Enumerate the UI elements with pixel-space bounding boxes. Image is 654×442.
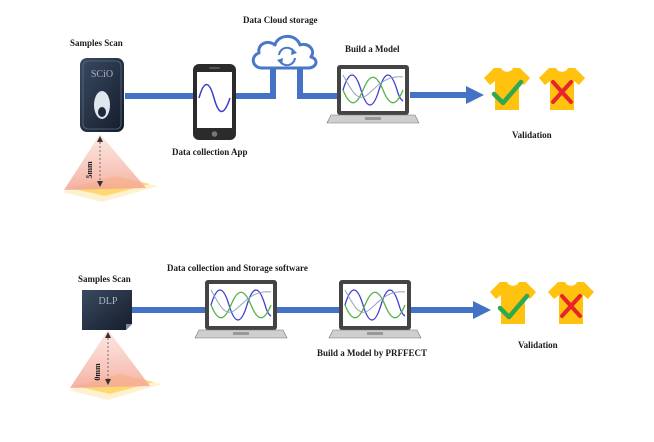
validation-label: Validation — [512, 130, 552, 140]
scanner-icon — [80, 58, 124, 132]
bottom-connectors — [132, 301, 491, 319]
laptop-icon — [326, 65, 420, 124]
tshirt-check-icon — [484, 68, 530, 110]
build-model-prffect-label: Build a Model by PRFFECT — [317, 348, 428, 358]
cloud-sync-icon — [251, 34, 318, 70]
arrowhead-bottom — [473, 301, 491, 319]
connector-phone-to-cloud — [236, 93, 276, 99]
top-row — [62, 34, 585, 202]
data-collection-app-label: Data collection App — [172, 147, 248, 157]
top-connectors — [125, 68, 484, 104]
connector-scanner-to-phone — [125, 93, 193, 99]
laptop-icon — [328, 280, 422, 339]
distance-label: 5mm — [85, 161, 94, 179]
connector-laptop-to-laptop — [276, 307, 340, 313]
bottom-row — [68, 280, 594, 400]
laptop-icon — [194, 280, 288, 339]
tshirt-cross-icon — [548, 282, 594, 324]
storage-software-label: Data collection and Storage software — [167, 263, 308, 273]
cloud-storage-label: Data Cloud storage — [243, 15, 318, 25]
arrowhead-top — [466, 86, 484, 104]
connector-cloud-down-right — [297, 68, 303, 99]
scanner-device-text: SCiO — [91, 69, 113, 80]
distance-label: 0mm — [93, 363, 102, 381]
tshirt-cross-icon — [539, 68, 585, 110]
validation-label: Validation — [518, 340, 558, 350]
scanner-device-text: DLP — [99, 296, 118, 307]
bottom-sample-beam — [68, 330, 162, 400]
connector-cloud-down-left — [270, 68, 276, 99]
top-sample-beam — [62, 134, 158, 202]
scanner-icon — [82, 290, 132, 330]
build-model-label: Build a Model — [345, 44, 400, 54]
connector-scanner-to-laptop — [132, 307, 207, 313]
samples-scan-label: Samples Scan — [78, 274, 131, 284]
phone-icon — [193, 64, 236, 140]
connector-laptop-to-validation — [410, 92, 466, 98]
connector-cloud-to-laptop — [297, 93, 339, 99]
tshirt-check-icon — [490, 282, 536, 324]
connector-laptop-to-validation — [410, 307, 473, 313]
samples-scan-label: Samples Scan — [70, 38, 123, 48]
